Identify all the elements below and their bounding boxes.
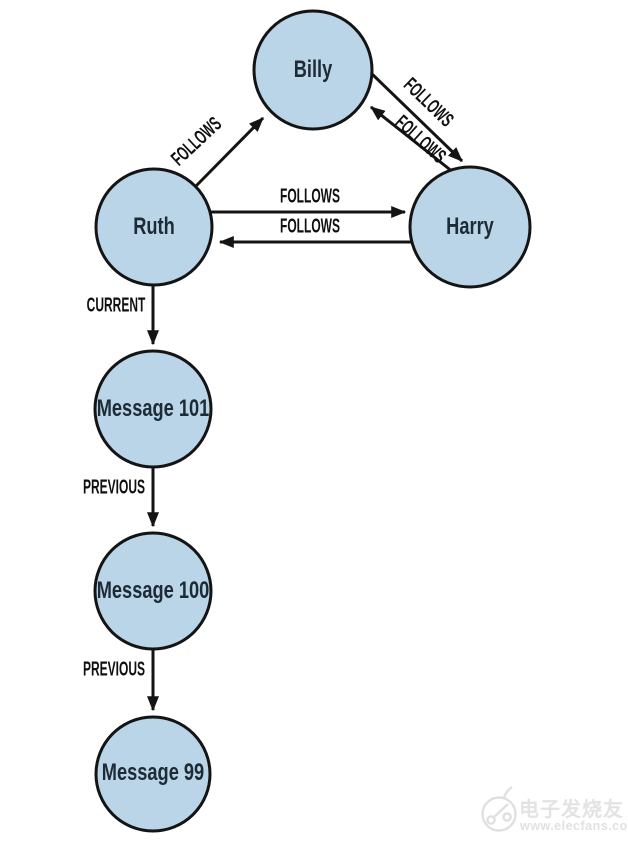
- node-message101: [93, 349, 213, 469]
- node-message99: [94, 715, 212, 833]
- node-billy: [252, 9, 374, 131]
- node-message100: [93, 531, 213, 651]
- edge-harry-follows-billy: [370, 105, 459, 178]
- node-harry: [408, 165, 532, 289]
- edge-ruth-follows-billy: [194, 116, 265, 188]
- edge-billy-follows-harry: [369, 71, 464, 163]
- watermark-url: www.elecfans.com: [520, 819, 628, 833]
- elecfans-logo-icon: [481, 786, 517, 832]
- node-ruth: [94, 167, 214, 287]
- watermark-brand: 电子发烧友: [519, 799, 624, 821]
